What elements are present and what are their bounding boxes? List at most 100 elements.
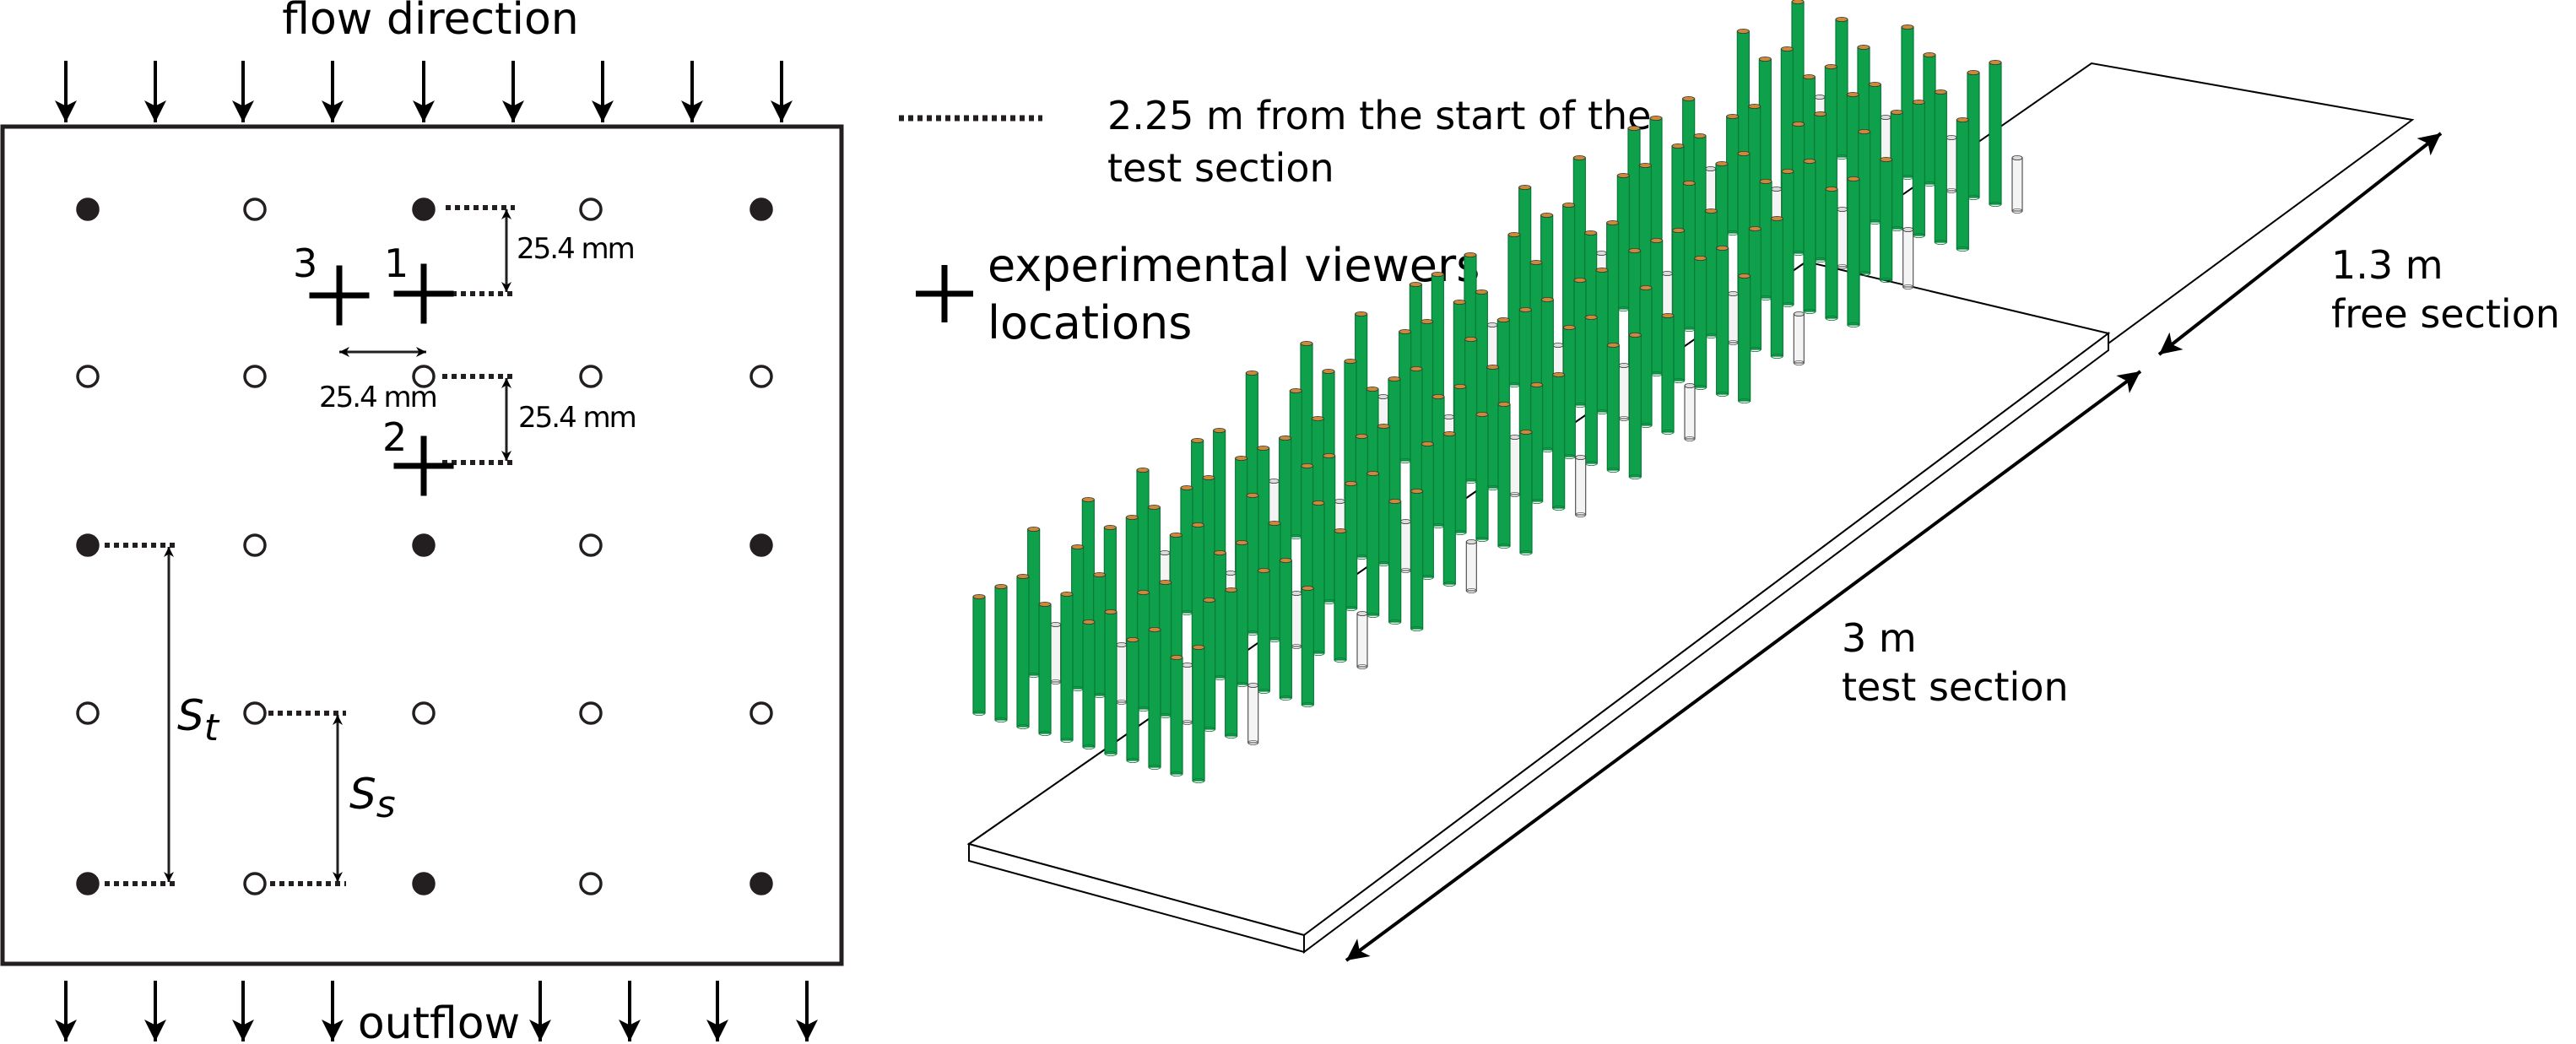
green-cylinder xyxy=(1682,180,1696,332)
green-cylinder xyxy=(1312,500,1325,657)
green-cylinder xyxy=(1081,497,1095,641)
green-cylinder xyxy=(1388,499,1402,625)
green-cylinder xyxy=(1639,284,1653,428)
green-cylinder xyxy=(1334,528,1347,663)
transverse-pitch-label: St xyxy=(177,691,220,749)
green-cylinder xyxy=(1399,328,1412,464)
green-cylinder xyxy=(1136,468,1150,603)
green-cylinder xyxy=(1716,245,1729,397)
green-cylinder xyxy=(1344,358,1357,502)
legend-viewer-cross xyxy=(916,265,973,322)
green-cylinder xyxy=(1825,186,1838,321)
green-cylinder xyxy=(1540,296,1554,453)
green-cylinder xyxy=(1180,485,1193,616)
green-cylinder xyxy=(1279,558,1292,701)
green-cylinder xyxy=(994,584,1008,723)
green-cylinder xyxy=(1519,429,1533,556)
cylinder-filled-marker xyxy=(412,197,436,221)
green-cylinder xyxy=(1650,237,1664,376)
green-cylinder xyxy=(1868,82,1881,224)
green-cylinder xyxy=(1225,587,1238,739)
green-cylinder xyxy=(1410,489,1424,632)
viewer-3-cross xyxy=(309,265,370,326)
green-cylinder xyxy=(1616,172,1630,311)
green-cylinder xyxy=(1792,121,1805,256)
cylinder-open-marker xyxy=(243,197,267,221)
cylinder-open-marker xyxy=(412,701,436,725)
green-cylinder xyxy=(1475,411,1489,543)
green-cylinder xyxy=(1606,219,1620,363)
green-cylinder xyxy=(1148,627,1161,771)
green-cylinder xyxy=(1442,430,1456,587)
white-cylinder xyxy=(1684,382,1696,442)
spacing-label-2: 25.4 mm xyxy=(319,381,436,414)
viewer-2-cross xyxy=(393,435,454,496)
viewer-1-cross xyxy=(393,263,454,324)
green-cylinder xyxy=(1159,580,1172,719)
cylinder-filled-marker xyxy=(750,197,773,221)
green-cylinder xyxy=(1486,364,1500,491)
white-cylinder xyxy=(1116,642,1128,706)
green-cylinder xyxy=(1748,225,1762,352)
cylinder-open-marker xyxy=(76,701,100,725)
green-cylinder xyxy=(1758,57,1772,191)
green-cylinder xyxy=(1388,376,1401,516)
green-cylinder xyxy=(1584,314,1598,467)
viewer-1-label: 1 xyxy=(384,241,409,286)
test-section-label: 3 m test section xyxy=(1842,615,2069,710)
green-cylinder xyxy=(1464,336,1478,484)
green-cylinder xyxy=(1912,100,1925,238)
green-cylinder xyxy=(1038,602,1052,737)
green-cylinder xyxy=(1421,441,1434,581)
green-cylinder xyxy=(1060,592,1074,744)
green-cylinder xyxy=(1967,70,1980,200)
viewer-2-label: 2 xyxy=(382,414,407,460)
dotted-location-lines xyxy=(105,205,515,886)
spacing-label-1: 25.4 mm xyxy=(517,232,634,266)
white-cylinder xyxy=(1727,290,1739,345)
green-cylinder xyxy=(1661,312,1675,435)
white-cylinder xyxy=(1902,226,1914,289)
inflow-arrows xyxy=(55,61,793,122)
green-cylinder xyxy=(1737,150,1751,294)
cylinder-open-marker xyxy=(579,533,603,557)
green-cylinder xyxy=(1137,590,1150,712)
white-cylinder xyxy=(1946,134,1957,193)
inflow-label: flow direction xyxy=(282,0,579,45)
green-cylinder xyxy=(1191,522,1204,674)
green-cylinder xyxy=(1956,116,1969,252)
green-cylinder xyxy=(1093,572,1107,699)
white-cylinder xyxy=(1575,455,1587,518)
green-cylinder xyxy=(1257,446,1270,585)
green-cylinder xyxy=(1213,550,1226,681)
cylinder-filled-marker xyxy=(750,533,773,557)
green-cylinder xyxy=(1301,463,1314,598)
green-cylinder xyxy=(1562,202,1576,349)
green-cylinder xyxy=(1627,125,1641,260)
green-cylinder xyxy=(1170,655,1183,777)
green-cylinder xyxy=(1355,434,1368,560)
white-cylinder xyxy=(1509,435,1521,498)
cylinder-array-perspective xyxy=(972,0,2023,784)
green-cylinder xyxy=(1453,383,1467,536)
green-cylinder xyxy=(972,594,986,717)
free-section-label: 1.3 m free section xyxy=(2331,242,2560,337)
green-cylinder xyxy=(1934,89,1947,245)
green-cylinder xyxy=(1770,215,1783,359)
cylinder-open-marker xyxy=(579,365,603,388)
cylinder-open-marker xyxy=(243,365,267,388)
green-cylinder xyxy=(1246,493,1259,636)
free-section-arrow xyxy=(2157,132,2443,356)
green-cylinder xyxy=(1814,111,1827,262)
green-cylinder xyxy=(1507,231,1521,387)
cylinder-open-marker xyxy=(412,365,436,388)
white-cylinder xyxy=(2011,154,2023,214)
cylinder-open-marker xyxy=(579,701,603,725)
green-cylinder xyxy=(1518,306,1532,446)
cylinder-open-marker xyxy=(750,365,773,388)
dimension-arrows xyxy=(164,209,511,882)
green-cylinder xyxy=(1082,619,1096,750)
green-cylinder xyxy=(1301,586,1314,708)
green-cylinder xyxy=(1923,52,1936,187)
green-cylinder xyxy=(1781,168,1794,307)
